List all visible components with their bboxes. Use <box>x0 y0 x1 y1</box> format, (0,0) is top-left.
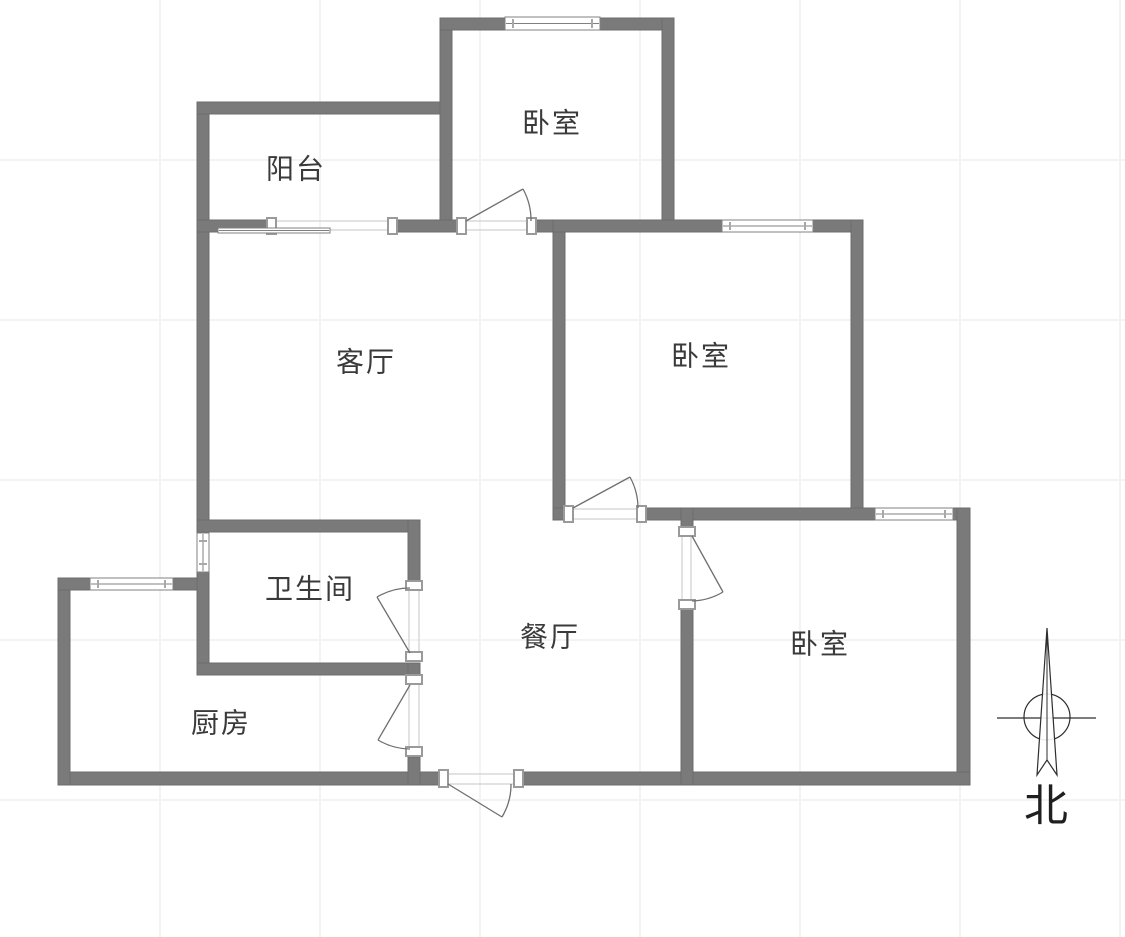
room-label-bedroom-top: 卧室 <box>522 108 582 140</box>
opening-thresholds <box>276 220 692 785</box>
doors <box>376 188 724 818</box>
room-labels: 阳台卧室客厅卧室卫生间餐厅卧室厨房 <box>191 108 850 740</box>
door-jamb <box>266 217 277 235</box>
balcony-divider-b <box>396 219 459 233</box>
divider-wall-upper <box>680 507 694 529</box>
compass-icon: 北 <box>997 627 1096 831</box>
bedroom-mid-top-wall <box>552 219 864 233</box>
wet-wall-junction <box>407 662 421 676</box>
door-jamb <box>513 769 524 788</box>
bedroom-top-door <box>465 188 532 222</box>
walls <box>57 17 971 786</box>
balcony-sliding-door <box>217 227 331 234</box>
divider-wall-lower <box>680 608 694 786</box>
bathroom-window <box>196 532 210 573</box>
door-jamb <box>456 217 467 235</box>
door-jamb <box>563 505 574 523</box>
door-jamb <box>678 599 696 610</box>
door-jambs <box>266 217 696 788</box>
door-jamb <box>438 769 449 788</box>
entrance-door <box>447 783 512 818</box>
door-jamb <box>678 526 696 537</box>
door-jamb <box>636 505 647 523</box>
bedroom-middle-door <box>572 476 639 509</box>
room-label-bedroom-middle: 卧室 <box>671 341 731 373</box>
windows <box>89 16 954 591</box>
bathroom-top-wall <box>196 519 421 533</box>
bedroom-mid-right-wall <box>850 219 864 521</box>
balcony-top-wall <box>196 101 453 115</box>
door-jamb <box>405 674 423 685</box>
wet-wall-lower <box>407 756 421 786</box>
kitchen-window <box>89 577 174 591</box>
bedroom-top-window <box>504 16 601 31</box>
room-label-bathroom: 卫生间 <box>265 574 355 606</box>
room-label-living-room: 客厅 <box>336 347 396 379</box>
bedroom-right-window <box>874 507 954 521</box>
room-label-bedroom-right: 卧室 <box>790 629 850 661</box>
bathroom-door <box>376 587 411 654</box>
bathroom-bottom-wall <box>196 662 421 676</box>
room-label-balcony: 阳台 <box>266 154 326 186</box>
left-wall <box>196 101 210 676</box>
door-jamb <box>405 651 423 662</box>
kitchen-door <box>377 684 411 750</box>
door-jamb <box>405 746 423 757</box>
bedroom-right-door <box>691 535 724 602</box>
room-label-dining-room: 餐厅 <box>520 622 580 654</box>
right-outer-wall <box>956 507 971 786</box>
bedroom-mid-window <box>721 219 814 233</box>
kitchen-left-wall <box>57 577 71 786</box>
wet-wall-upper <box>407 519 421 583</box>
bottom-wall-right <box>522 771 971 786</box>
bedroom-top-right-wall <box>661 17 675 233</box>
door-jamb <box>405 580 423 591</box>
bedroom-top-left-wall <box>439 17 453 233</box>
north-label: 北 <box>1024 782 1068 831</box>
room-label-kitchen: 厨房 <box>191 708 251 740</box>
door-jamb <box>387 217 398 235</box>
bottom-wall-left <box>57 771 441 786</box>
bedroom-mid-left-wall <box>552 219 566 521</box>
